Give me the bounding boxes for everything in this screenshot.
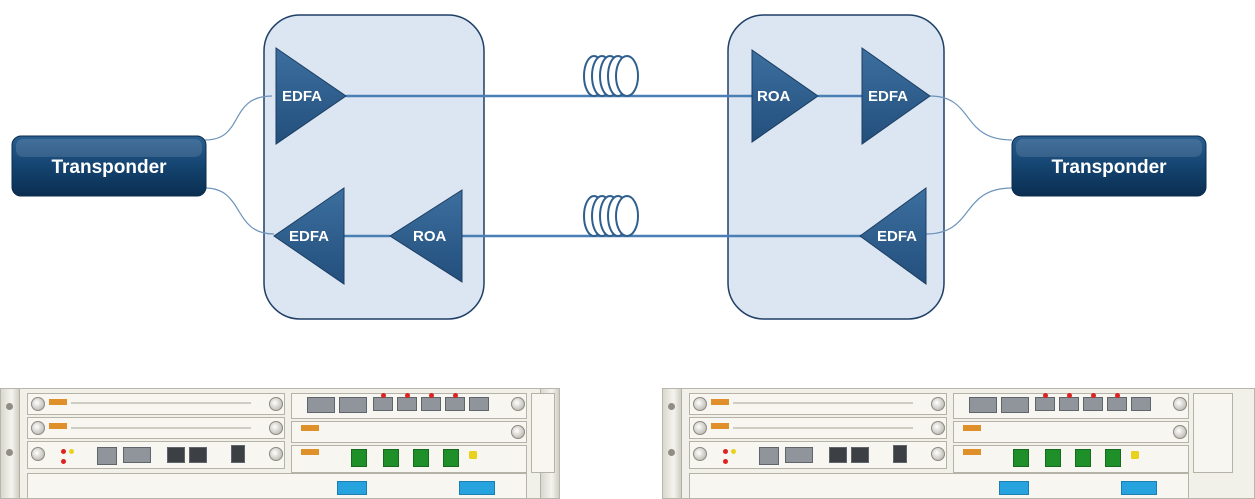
amp-label: ROA <box>757 88 791 105</box>
amp-label: EDFA <box>289 228 329 245</box>
right-upper-connector <box>929 95 1013 141</box>
left-rack-chassis <box>0 388 560 499</box>
transponder-right: Transponder <box>1011 135 1207 197</box>
amp-label: ROA <box>413 228 447 245</box>
left-lower-connector <box>204 187 275 235</box>
amp-label: EDFA <box>868 88 908 105</box>
amp-label: EDFA <box>877 228 917 245</box>
left-upper-connector <box>204 95 273 141</box>
amp-edfa-left-bottom: EDFA <box>273 187 345 285</box>
right-lower-connector <box>925 187 1013 235</box>
amp-roa-right-top: ROA <box>751 49 819 143</box>
transponder-label: Transponder <box>1051 157 1167 178</box>
amp-label: EDFA <box>282 88 322 105</box>
fiber-spool-icon-upper <box>583 55 639 97</box>
amp-roa-left-bottom: ROA <box>389 189 463 283</box>
fiber-spool-icon-lower <box>583 195 639 237</box>
amp-edfa-left-top: EDFA <box>275 47 347 145</box>
amp-edfa-right-top: EDFA <box>861 47 931 145</box>
transponder-left: Transponder <box>11 135 207 197</box>
optical-link-diagram: EDFA ROA EDFA EDFA ROA EDFA Transponder … <box>11 14 1207 320</box>
amp-edfa-right-bottom: EDFA <box>859 187 927 285</box>
transponder-label: Transponder <box>51 157 167 178</box>
right-rack-chassis <box>662 388 1255 499</box>
